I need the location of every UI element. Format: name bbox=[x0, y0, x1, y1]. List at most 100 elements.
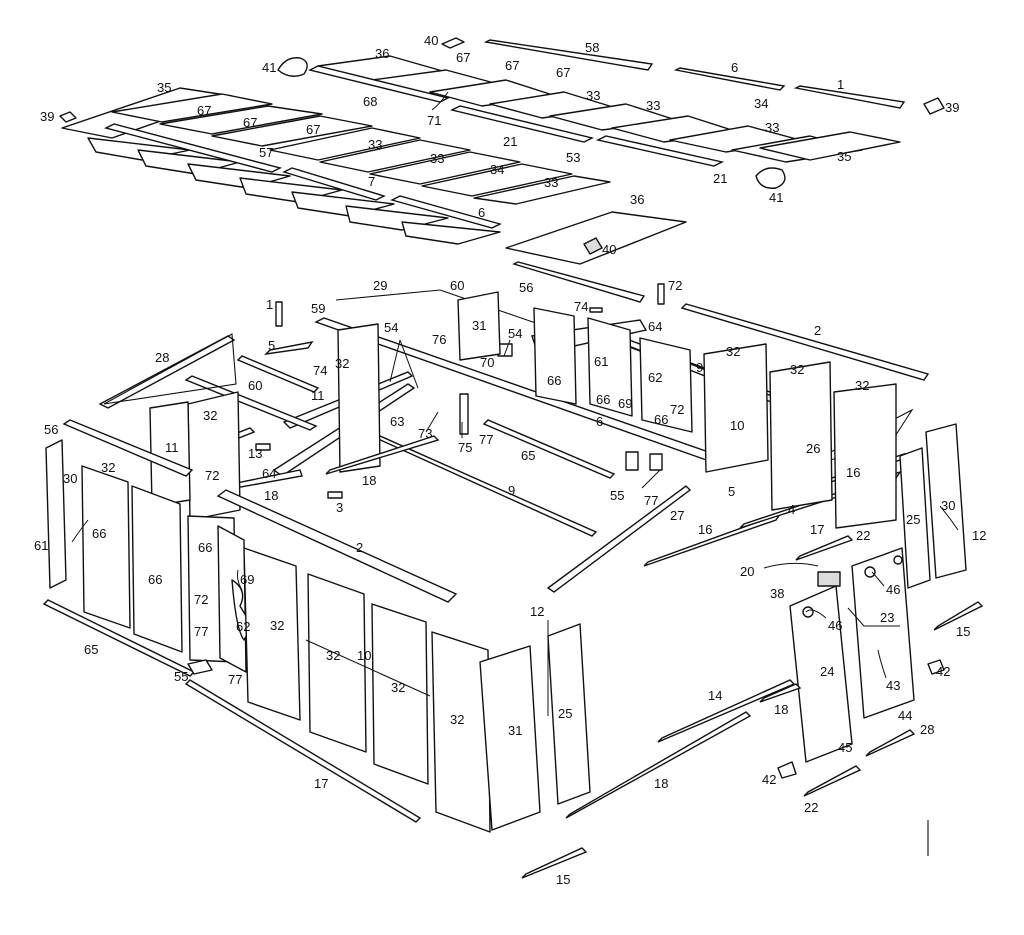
part-number-label: 17 bbox=[314, 776, 328, 791]
part-number-label: 54 bbox=[508, 326, 522, 341]
part-number-label: 14 bbox=[708, 688, 722, 703]
part-number-label: 13 bbox=[248, 446, 262, 461]
part-number-label: 42 bbox=[936, 664, 950, 679]
wall-panel bbox=[533, 307, 577, 405]
part-number-label: 67 bbox=[505, 58, 519, 73]
part-number-label: 18 bbox=[362, 473, 376, 488]
post bbox=[275, 301, 283, 327]
wall-panel bbox=[639, 337, 693, 433]
part-number-label: 32 bbox=[335, 356, 349, 371]
part-number-label: 72 bbox=[670, 402, 684, 417]
part-number-label: 33 bbox=[765, 120, 779, 135]
small-block bbox=[777, 761, 797, 779]
part-number-label: 69 bbox=[618, 396, 632, 411]
leader-line bbox=[389, 339, 401, 383]
part-number-label: 3 bbox=[336, 500, 343, 515]
part-number-label: 55 bbox=[610, 488, 624, 503]
part-number-label: 22 bbox=[804, 800, 818, 815]
part-number-label: 67 bbox=[456, 50, 470, 65]
part-number-label: 22 bbox=[856, 528, 870, 543]
part-number-label: 42 bbox=[762, 772, 776, 787]
roof-panel bbox=[401, 221, 501, 245]
part-number-label: 6 bbox=[596, 414, 603, 429]
corner-block bbox=[59, 111, 77, 123]
part-number-label: 72 bbox=[194, 592, 208, 607]
part-number-label: 25 bbox=[906, 512, 920, 527]
part-number-label: 46 bbox=[828, 618, 842, 633]
callout-labels: 40 58 36 67 67 67 6 1 41 68 33 33 34 39 … bbox=[34, 33, 986, 887]
part-number-label: 18 bbox=[774, 702, 788, 717]
part-number-label: 72 bbox=[205, 468, 219, 483]
part-number-label: 1 bbox=[266, 297, 273, 312]
part-number-label: 77 bbox=[479, 432, 493, 447]
part-number-label: 24 bbox=[820, 664, 834, 679]
part-number-label: 12 bbox=[972, 528, 986, 543]
part-number-label: 32 bbox=[790, 362, 804, 377]
roof-trim bbox=[483, 39, 654, 71]
part-number-label: 58 bbox=[585, 40, 599, 55]
part-number-label: 25 bbox=[558, 706, 572, 721]
door-handle bbox=[802, 606, 814, 618]
part-number-label: 77 bbox=[228, 672, 242, 687]
leader-lines bbox=[71, 91, 959, 716]
small-clip bbox=[255, 443, 271, 451]
roof-panel bbox=[473, 175, 611, 205]
ground-track bbox=[759, 683, 802, 703]
part-number-label: 18 bbox=[264, 488, 278, 503]
door-handle bbox=[864, 566, 876, 578]
part-number-label: 26 bbox=[806, 441, 820, 456]
part-number-label: 32 bbox=[726, 344, 740, 359]
part-number-label: 9 bbox=[508, 483, 515, 498]
leader-line bbox=[503, 339, 511, 357]
sill-rail bbox=[325, 435, 440, 475]
part-number-label: 40 bbox=[602, 242, 616, 257]
part-number-label: 60 bbox=[248, 378, 262, 393]
part-number-label: 62 bbox=[648, 370, 662, 385]
part-number-label: 21 bbox=[503, 134, 517, 149]
part-number-label: 66 bbox=[547, 373, 561, 388]
tie-rail bbox=[264, 341, 314, 355]
corner-post bbox=[925, 423, 967, 579]
part-number-label: 67 bbox=[243, 115, 257, 130]
ground-track bbox=[803, 765, 862, 797]
ridge-rail bbox=[104, 123, 282, 173]
leader-line bbox=[399, 339, 419, 389]
ridge-rail bbox=[449, 105, 595, 143]
part-number-label: 23 bbox=[880, 610, 894, 625]
ground-track bbox=[565, 711, 752, 819]
part-number-label: 69 bbox=[240, 572, 254, 587]
corner-block bbox=[923, 97, 945, 115]
leader-line bbox=[431, 91, 449, 111]
part-number-label: 66 bbox=[654, 412, 668, 427]
wall-panel bbox=[131, 485, 183, 653]
part-number-label: 43 bbox=[886, 678, 900, 693]
part-number-label: 68 bbox=[363, 94, 377, 109]
door-hinge bbox=[817, 571, 841, 587]
part-number-label: 17 bbox=[810, 522, 824, 537]
part-number-label: 55 bbox=[174, 669, 188, 684]
part-number-label: 10 bbox=[730, 418, 744, 433]
wall-panel bbox=[431, 631, 491, 833]
part-number-label: 33 bbox=[646, 98, 660, 113]
part-number-label: 33 bbox=[430, 151, 444, 166]
part-number-label: 41 bbox=[262, 60, 276, 75]
part-number-label: 18 bbox=[654, 776, 668, 791]
beam bbox=[482, 419, 616, 479]
part-number-label: 6 bbox=[731, 60, 738, 75]
part-number-label: 56 bbox=[519, 280, 533, 295]
wall-panel bbox=[307, 573, 367, 753]
wall-panel bbox=[833, 383, 897, 529]
part-number-label: 32 bbox=[450, 712, 464, 727]
part-number-label: 39 bbox=[40, 109, 54, 124]
part-number-label: 61 bbox=[34, 538, 48, 553]
part-number-label: 46 bbox=[886, 582, 900, 597]
side-rail bbox=[680, 303, 930, 381]
ridge-rail bbox=[307, 65, 451, 103]
top-rail bbox=[512, 261, 646, 303]
part-number-label: 64 bbox=[262, 466, 276, 481]
corner-post bbox=[479, 645, 541, 831]
part-number-label: 66 bbox=[148, 572, 162, 587]
corner-cap bbox=[441, 37, 465, 49]
leader-line bbox=[847, 607, 900, 627]
